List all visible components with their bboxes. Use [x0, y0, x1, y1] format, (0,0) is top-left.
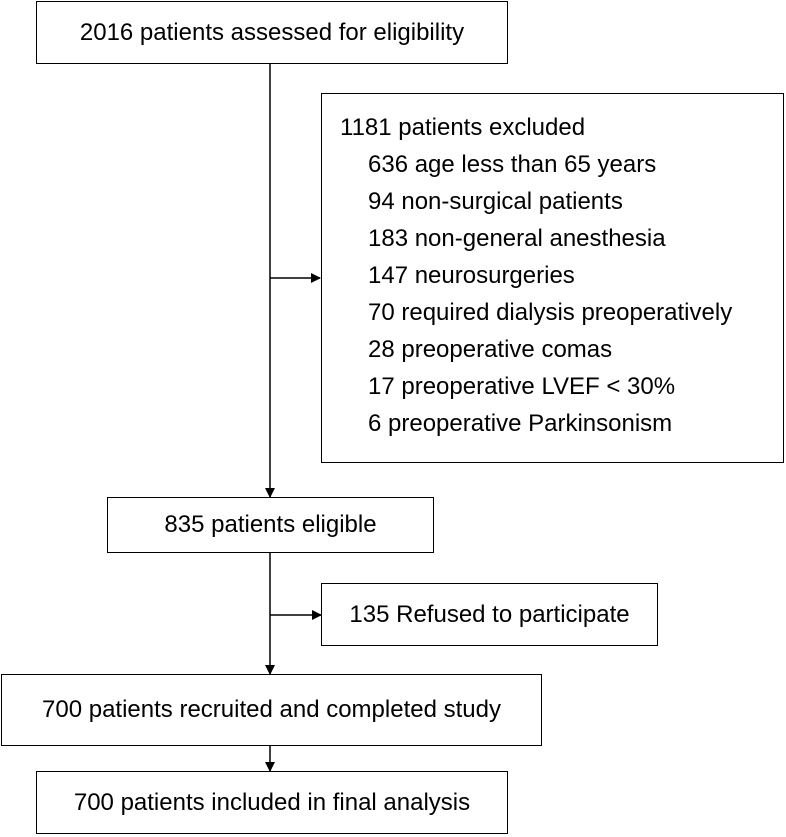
analyzed-box: 700 patients included in final analysis	[36, 771, 508, 834]
assessed-box: 2016 patients assessed for eligibility	[36, 1, 508, 64]
refused-text: 135 Refused to participate	[349, 600, 630, 628]
eligible-box: 835 patients eligible	[107, 497, 434, 553]
exclusion-reason: 147 neurosurgeries	[368, 262, 575, 289]
refused-box: 135 Refused to participate	[321, 583, 658, 646]
excluded-list: 1181 patients excluded 636 age less than…	[340, 116, 732, 449]
exclusion-reason: 6 preoperative Parkinsonism	[368, 410, 673, 437]
exclusion-reason: 28 preoperative comas	[368, 336, 613, 363]
exclusion-reason: 17 preoperative LVEF < 30%	[368, 373, 676, 400]
exclusion-reason: 94 non-surgical patients	[368, 188, 623, 215]
exclusion-reason: 70 required dialysis preoperatively	[368, 299, 733, 326]
exclusion-reason: 636 age less than 65 years	[368, 151, 657, 178]
excluded-box: 1181 patients excluded 636 age less than…	[321, 93, 784, 463]
recruited-box: 700 patients recruited and completed stu…	[1, 674, 542, 746]
analyzed-text: 700 patients included in final analysis	[73, 788, 471, 816]
assessed-text: 2016 patients assessed for eligibility	[79, 18, 465, 46]
eligible-text: 835 patients eligible	[164, 511, 377, 538]
recruited-text: 700 patients recruited and completed stu…	[42, 696, 501, 723]
exclusion-reason: 183 non-general anesthesia	[368, 225, 666, 252]
excluded-title: 1181 patients excluded	[340, 114, 586, 141]
